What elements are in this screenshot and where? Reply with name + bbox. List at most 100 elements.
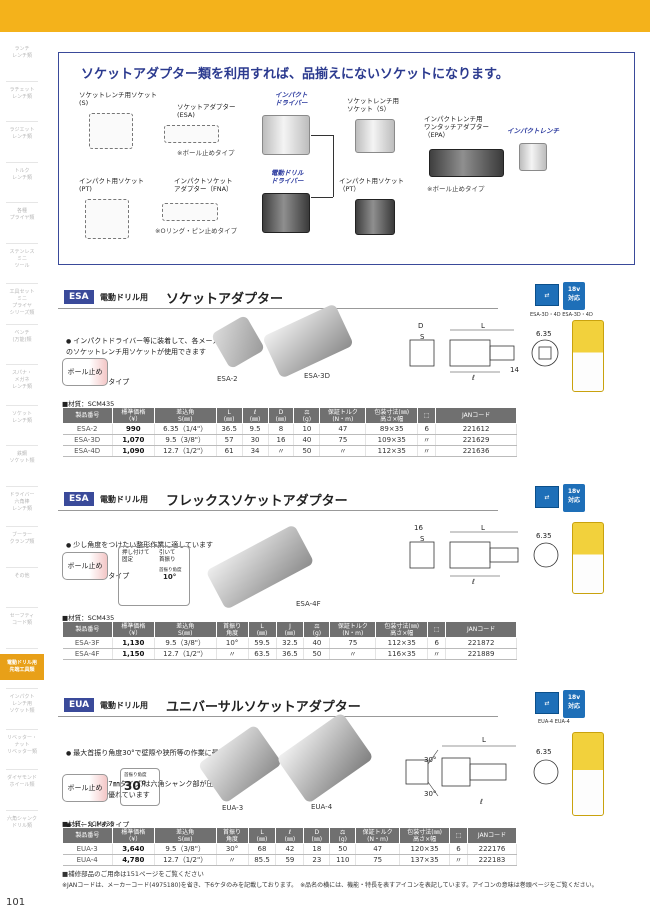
table-header-cell: ⚖ (g) xyxy=(329,827,357,844)
sidebar-divider xyxy=(6,161,38,163)
sidebar-category-item[interactable]: スパナ・ メガネ レンチ類 xyxy=(11,370,32,390)
table-cell: 23 xyxy=(303,854,331,866)
table-header-cell: 首振り 角度 xyxy=(215,621,249,638)
sidebar-category-item[interactable]: インパクト レンチ用 ソケット類 xyxy=(9,694,35,714)
inset-angle-label: 首振り角度 xyxy=(159,568,182,573)
inset-push-label: 押し付けて 固定 xyxy=(122,550,150,563)
table-cell: 59 xyxy=(275,854,305,866)
price-cell: 1,090 xyxy=(112,445,155,457)
table-header-cell: D (㎜) xyxy=(303,827,331,844)
ball-stop-tag: ボール止め xyxy=(62,552,108,580)
table-header-cell: ⬚ xyxy=(417,407,437,424)
sidebar-category-item[interactable]: 工具セット ミニ プライヤ シリーズ類 xyxy=(9,289,35,316)
dim-l: L xyxy=(481,322,485,330)
label-impact-socket-pt-2: インパクト用ソケット （PT） xyxy=(339,177,404,193)
impact-wrench-photo xyxy=(519,143,547,171)
sidebar-category-item[interactable]: ベンチ (万能)類 xyxy=(12,329,32,343)
table-cell: 42 xyxy=(275,843,305,855)
table-header-cell: 差込角 S(㎜) xyxy=(153,621,217,638)
sidebar-category-item[interactable]: ソケット レンチ類 xyxy=(11,410,32,424)
table-cell: 222176 xyxy=(467,843,517,855)
sidebar-category-item[interactable]: その他 xyxy=(14,572,30,579)
sidebar-divider xyxy=(6,404,38,406)
material-note: ■材質：SCM435 xyxy=(62,820,115,828)
sidebar-category-item[interactable]: トルク レンチ類 xyxy=(11,167,32,181)
section-title: ユニバーサルソケットアダプター xyxy=(166,700,361,715)
sidebar-category-item[interactable]: ラチェット レンチ類 xyxy=(9,86,35,100)
product-code-cell: ESA-4D xyxy=(62,445,113,457)
sidebar-divider xyxy=(6,688,38,689)
parts-note: ■補修部品のご用命は151ページをご覧ください xyxy=(62,870,204,878)
table-cell: 109×35 xyxy=(365,434,419,446)
socket-icon: ⇄ xyxy=(535,486,559,508)
sidebar-divider xyxy=(6,121,38,122)
esa-dimension-drawing xyxy=(409,329,559,373)
section-rule xyxy=(58,716,498,717)
flex-usage-inset: 押し付けて 固定 引いて 首振り 首振り角度 10° xyxy=(118,546,190,606)
table-header-cell: 製品番号 xyxy=(62,407,113,424)
section-rule xyxy=(58,308,498,309)
table-cell: 112×35 xyxy=(375,637,429,649)
table-cell: 221636 xyxy=(435,445,517,457)
table-cell: 68 xyxy=(248,843,277,855)
sidebar-category-item[interactable]: リベッター・ ナット リベッター類 xyxy=(6,734,37,755)
table-header-cell: 保証トルク (N・m) xyxy=(319,407,367,424)
category-sidebar: ランチ レンチ類ラチェット レンチ類ラジエット レンチ類トルク レンチ類各種 プ… xyxy=(0,32,46,918)
photo-caption: ESA-2 xyxy=(217,375,238,383)
sidebar-category-item[interactable]: ドライバー 六角棒 レンチ類 xyxy=(9,491,35,512)
table-cell: 8 xyxy=(268,423,295,435)
epa-adapter-photo xyxy=(429,149,504,177)
section-header-eua: EUA 電動ドリル用 ユニバーサルソケットアダプター xyxy=(58,694,635,718)
sidebar-category-item[interactable]: 各種 プライヤ類 xyxy=(9,208,35,221)
material-note: ■材質：SCM435 xyxy=(62,400,115,408)
table-cell: 89×35 xyxy=(365,423,419,435)
product-code-cell: EUA-4 xyxy=(62,854,113,866)
note-ball-stop-1: ※ボール止めタイプ xyxy=(177,149,235,157)
table-header-cell: J (㎜) xyxy=(275,621,305,638)
feature-item: インパクトドライバー等に装着して、各メーカー のソケットレンチ用ソケットが使用で… xyxy=(66,336,227,357)
table-cell: 9.5 xyxy=(242,423,269,435)
table-cell: 57 xyxy=(216,434,243,446)
sidebar-category-item[interactable]: 鉄鋼 ソケット類 xyxy=(9,451,35,464)
table-header-cell: D (㎜) xyxy=(267,407,295,424)
table-cell: 16 xyxy=(268,434,295,446)
table-cell: 36.5 xyxy=(276,648,305,660)
sidebar-category-item[interactable]: ランチ レンチ類 xyxy=(11,46,32,59)
flex-dimension-drawing xyxy=(409,531,559,577)
table-cell: 75 xyxy=(355,854,401,866)
intro-title: ソケットアダプター類を利用すれば、品揃えにないソケットになります。 xyxy=(81,67,509,82)
sidebar-category-item[interactable]: ラジエット レンチ類 xyxy=(9,127,35,140)
sidebar-category-item[interactable]: ブーラー クランプ類 xyxy=(9,532,35,545)
label-socket-wrench-socket: ソケットレンチ用ソケット (S) xyxy=(79,91,157,107)
sidebar-category-item[interactable]: セーフティ コード類 xyxy=(9,613,35,626)
connector-line xyxy=(311,197,333,198)
table-cell: 9.5（3/8"） xyxy=(154,843,217,855)
table-cell: 〃 xyxy=(268,445,295,457)
table-cell: 221612 xyxy=(435,423,517,435)
socket-outline-pt xyxy=(85,199,129,239)
sidebar-category-item[interactable]: 電動ドリル用 先端工具類 xyxy=(0,653,44,680)
esa-3d-photo xyxy=(262,303,354,379)
note-o-ring-pin: ※Oリング・ピン止めタイプ xyxy=(155,227,238,235)
table-header-cell: 保証トルク (N・m) xyxy=(329,621,377,638)
table-cell: 32.5 xyxy=(276,637,305,649)
table-cell: 50 xyxy=(293,445,321,457)
sidebar-category-item[interactable]: 六角シャンク ドリル類 xyxy=(6,815,37,829)
table-cell: 6.35（1/4"） xyxy=(154,423,217,435)
material-note: ■材質：SCM435 xyxy=(62,614,115,622)
dim-ell: ℓ xyxy=(472,578,475,586)
label-impact-socket-adapter-fna: インパクトソケット アダプター（FNA） xyxy=(174,177,233,193)
package-photo xyxy=(572,320,604,392)
sidebar-divider xyxy=(6,769,38,770)
label-impact-onetouch-epa: インパクトレンチ用 ワンタッチアダプター （EPA） xyxy=(424,115,489,139)
table-header-cell: ⚖ (g) xyxy=(293,407,321,424)
table-cell: 10 xyxy=(293,423,321,435)
sidebar-category-item[interactable]: ダイヤモンド ホイール類 xyxy=(7,775,37,788)
sidebar-category-item[interactable]: ステンレス ミニ ツール xyxy=(9,248,35,269)
table-cell: 10° xyxy=(216,637,249,649)
price-cell: 1,070 xyxy=(112,434,155,446)
sidebar-divider xyxy=(6,80,38,82)
section-subtitle: 電動ドリル用 xyxy=(100,701,148,710)
